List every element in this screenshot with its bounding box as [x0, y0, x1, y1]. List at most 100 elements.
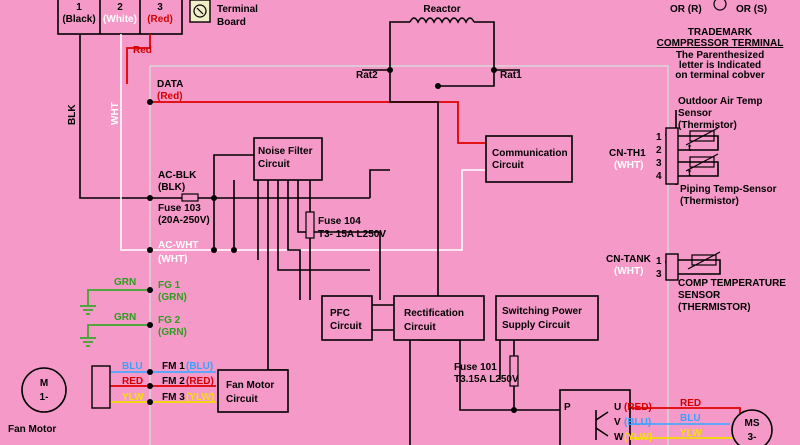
reactor-label: Reactor	[423, 4, 460, 15]
junction-dots	[147, 67, 671, 413]
rat2-label: Rat2	[356, 70, 378, 81]
cn-th1-color: (WHT)	[614, 160, 643, 171]
compressor-motor: MS 3-	[731, 409, 773, 445]
terminal-1-number: 1	[76, 2, 82, 13]
compressor-motor-symbol	[731, 409, 773, 445]
oat-line2: Sensor	[678, 108, 712, 119]
fuse-101-name: Fuse 101	[454, 362, 497, 373]
output-u-color: (RED)	[624, 402, 652, 413]
oat-line3: (Thermistor)	[678, 120, 737, 131]
pfc-circuit: PFC Circuit	[321, 295, 373, 341]
terminal-block	[57, 0, 183, 35]
fg2-label: FG 2	[158, 315, 181, 326]
noise-filter-line2: Circuit	[258, 159, 290, 170]
terminal-2-color: (White)	[103, 14, 137, 25]
cn-tank-color: (WHT)	[614, 266, 643, 277]
fan-blu-label: BLU	[122, 361, 143, 372]
compressor-terminal-title: COMPRESSOR TERMINAL	[657, 38, 784, 49]
terminal-legend: Terminal Board	[189, 0, 258, 28]
fuse-104-name: Fuse 104	[318, 216, 361, 227]
communication-line2: Circuit	[492, 160, 524, 171]
fm2-color: (RED)	[186, 376, 214, 387]
thermistor-t-2: t	[688, 168, 692, 179]
compressor-note-3: on terminal cobver	[675, 70, 765, 81]
communication-circuit: Communication Circuit	[485, 135, 573, 183]
ground-symbol-1	[80, 305, 96, 315]
fm1-color: (BLU)	[186, 361, 213, 372]
ground-1-wire-label: GRN	[114, 277, 136, 288]
compressor-note-2: letter is Indicated	[679, 60, 761, 71]
ac-blk-label: AC-BLK	[158, 170, 197, 181]
cn-th1-pin1: 1	[656, 132, 662, 143]
fuse-103-rating: (20A-250V)	[158, 215, 210, 226]
output-red-wire: RED	[680, 398, 701, 409]
switching-power-line1: Switching Power	[502, 306, 582, 317]
oat-line1: Outdoor Air Temp	[678, 96, 762, 107]
compressor-ms: MS	[745, 418, 760, 429]
comp-sensor-line1: COMP TEMPERATURE	[678, 278, 786, 289]
cn-tank-label: CN-TANK	[606, 254, 652, 265]
inverter-module: P	[559, 389, 631, 445]
terminal-legend-line1: Terminal	[217, 4, 258, 15]
ac-wht-label: AC-WHT	[158, 240, 199, 251]
fan-ylw-label: YLW	[122, 392, 144, 403]
piping-line1: Piping Temp-Sensor	[680, 184, 777, 195]
terminal-1-color: (Black)	[62, 14, 95, 25]
piping-line2: (Thermistor)	[680, 196, 739, 207]
output-w-color: (YLW)	[624, 432, 652, 443]
cn-th1-connector: CN-TH1 (WHT) 1 2 3 4 t t	[609, 127, 719, 185]
fuse-101: Fuse 101 T3.15A L250V	[454, 355, 519, 387]
fuse-103-name: Fuse 103	[158, 203, 201, 214]
fan-motor-circuit: Fan Motor Circuit	[217, 369, 289, 413]
communication-line1: Communication	[492, 148, 568, 159]
pfc-line1: PFC	[330, 308, 350, 319]
terminal-legend-line2: Board	[217, 17, 246, 28]
output-blu-wire: BLU	[680, 413, 701, 424]
fuse-104: Fuse 104 T3- 15A L250V	[305, 211, 386, 240]
comp-sensor-line3: (THERMISTOR)	[678, 302, 751, 313]
fuse-104-rating: T3- 15A L250V	[318, 229, 386, 240]
fan-motor-circuit-line2: Circuit	[226, 394, 258, 405]
terminal-3-number: 3	[157, 2, 163, 13]
fuse-101-rating: T3.15A L250V	[454, 374, 519, 385]
terminal-board: 1 (Black) 2 (White) 3 (Red)	[57, 0, 183, 35]
fm1-label: FM 1	[162, 361, 185, 372]
cn-th1-pin3: 3	[656, 158, 662, 169]
fm3-color: (YLW)	[186, 392, 214, 403]
data-wire-color: (Red)	[157, 91, 183, 102]
data-wire-label: DATA	[157, 79, 183, 90]
fan-red-label: RED	[122, 376, 143, 387]
cn-th1-pin4: 4	[656, 171, 662, 182]
output-w: W	[614, 432, 624, 443]
compressor-note-1: The Parenthesized	[676, 50, 764, 61]
ground-symbol-2	[80, 337, 96, 347]
fan-motor: M 1- Fan Motor	[8, 365, 111, 435]
fan-motor-m: M	[40, 378, 48, 389]
rat1-label: Rat1	[500, 70, 522, 81]
fg1-label: FG 1	[158, 280, 181, 291]
comp-sensor-line2: SENSOR	[678, 290, 721, 301]
cn-tank-pin1: 1	[656, 256, 662, 267]
outdoor-air-temp-sensor: Outdoor Air Temp Sensor (Thermistor)	[678, 96, 762, 131]
ac-blk-color: (BLK)	[158, 182, 185, 193]
output-v-color: (BLU)	[624, 417, 651, 428]
fm3-label: FM 3	[162, 392, 185, 403]
fg2-color: (GRN)	[158, 327, 187, 338]
noise-filter-line1: Noise Filter	[258, 146, 313, 157]
thermistor-t-1: t	[688, 143, 692, 154]
output-v: V	[614, 417, 621, 428]
switching-power-supply-circuit: Switching Power Supply Circuit	[495, 295, 599, 341]
comp-temperature-sensor: COMP TEMPERATURE SENSOR (THERMISTOR)	[678, 278, 786, 313]
fm2-label: FM 2	[162, 376, 185, 387]
fan-motor-symbol	[21, 367, 67, 413]
cn-th1-pin2: 2	[656, 145, 662, 156]
compressor-ms3: 3-	[748, 432, 757, 443]
compressor-terminal-note: OR (R) OR (S) TRADEMARK COMPRESSOR TERMI…	[657, 0, 784, 81]
compressor-or-r: OR (R)	[670, 4, 702, 15]
wht-wire-label: WHT	[110, 102, 121, 125]
blk-wire-label: BLK	[67, 104, 78, 125]
output-ylw-wire: YLW	[680, 428, 702, 439]
rectification-line2: Circuit	[404, 322, 436, 333]
rectification-circuit: Rectification Circuit	[393, 295, 485, 341]
cn-tank-pin3: 3	[656, 269, 662, 280]
